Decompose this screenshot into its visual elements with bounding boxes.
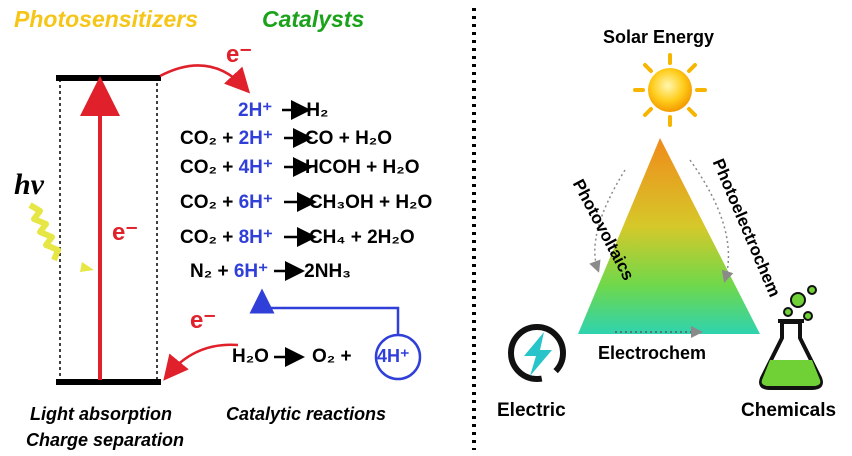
water-reactant: H₂O [232,346,269,367]
water-product: O₂ + [312,346,352,367]
photon-arrow [28,202,94,272]
reaction-h2: 2H⁺H₂ [238,100,329,121]
photon-label: hv [14,168,44,201]
reaction-hcoh: CO₂ + 4H⁺HCOH + H₂O [180,157,420,178]
band-diagram [56,75,161,385]
catalysts-title: Catalysts [262,6,365,32]
reaction-arrows [274,100,317,367]
electrochem-label: Electrochem [598,343,707,363]
photosensitizers-title: Photosensitizers [14,6,199,32]
reaction-nh3: N₂ + 6H⁺2NH₃ [190,261,351,282]
solar-energy-label: Solar Energy [603,27,715,47]
reaction-ch4: CO₂ + 8H⁺CH₄ + 2H₂O [180,227,415,248]
electron-label-mid: e⁻ [112,219,139,246]
flask-icon [759,285,823,390]
reaction-ch3oh: CO₂ + 6H⁺CH₃OH + H₂O [180,192,433,213]
caption-charge-separation: Charge separation [26,430,185,450]
sun-icon [633,53,707,127]
water-protons: 4H⁺ [377,346,410,366]
electron-label-bottom: e⁻ [190,307,217,334]
energy-triangle [578,138,760,338]
electron-transfer-arrow [159,64,251,94]
proton-return-arrow [249,288,422,381]
caption-light-absorption: Light absorption [30,404,172,424]
chemicals-label: Chemicals [741,400,837,421]
electric-label: Electric [497,400,566,421]
caption-catalytic-reactions: Catalytic reactions [226,404,387,424]
reaction-co: CO₂ + 2H⁺CO + H₂O [180,128,393,149]
electric-icon [507,323,567,383]
electron-label-top: e⁻ [226,41,253,68]
hole-transfer-arrow [163,343,239,381]
